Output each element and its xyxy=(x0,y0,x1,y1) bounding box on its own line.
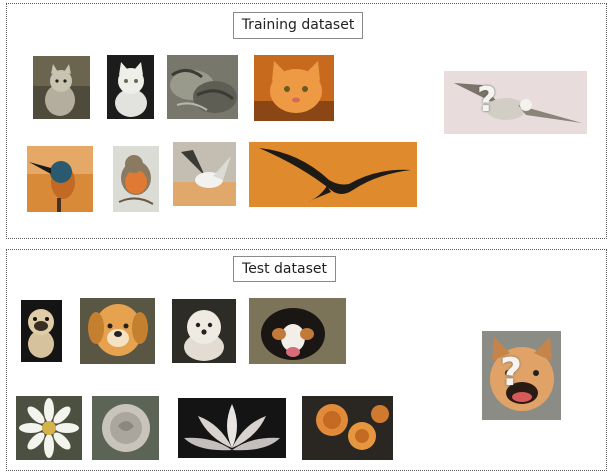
robin-image xyxy=(113,146,159,212)
white-kitten-image xyxy=(107,55,154,119)
training-dataset-panel xyxy=(6,3,607,239)
lotus-image xyxy=(178,398,286,458)
bernese-dog-image xyxy=(249,298,346,364)
bird-silhouette-image xyxy=(249,142,417,207)
rose-image xyxy=(92,396,159,460)
orange-cat-image xyxy=(254,55,334,121)
query-bulldog-image xyxy=(482,331,561,420)
sleeping-cats-image xyxy=(167,55,238,119)
test-dataset-title: Test dataset xyxy=(233,256,336,282)
training-query-mark: ? xyxy=(477,80,497,120)
kitten-sitting-image xyxy=(33,56,90,119)
seagull-flying-image xyxy=(173,142,236,206)
query-seagull-image xyxy=(444,71,587,134)
test-dataset-panel xyxy=(6,249,607,471)
training-dataset-title: Training dataset xyxy=(233,12,363,39)
golden-retriever-image xyxy=(80,298,155,364)
pug-image xyxy=(21,300,62,362)
kingfisher-image xyxy=(27,146,93,212)
daisy-image xyxy=(16,396,82,460)
test-query-mark: ? xyxy=(500,350,523,394)
white-puppy-image xyxy=(172,299,236,363)
orange-roses-image xyxy=(302,396,393,460)
